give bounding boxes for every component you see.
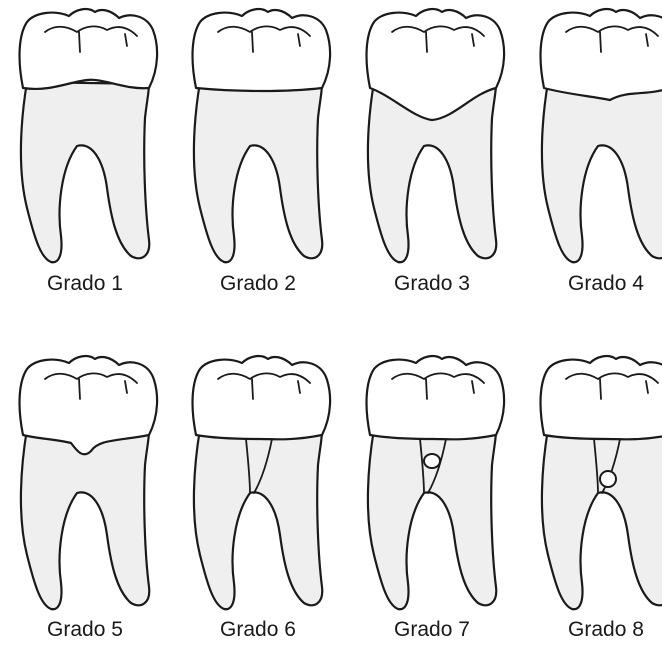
tooth-grade-3 bbox=[367, 9, 505, 262]
root bbox=[542, 82, 662, 262]
crown bbox=[20, 9, 158, 89]
root bbox=[194, 82, 322, 262]
grade-label: Grado 6 bbox=[220, 618, 296, 641]
grade-label: Grado 4 bbox=[568, 272, 644, 295]
crown bbox=[541, 9, 662, 100]
fissure-line bbox=[426, 379, 427, 399]
root bbox=[21, 82, 149, 262]
furcation-opening bbox=[600, 471, 616, 487]
fissure-line bbox=[600, 379, 601, 399]
tooth-grade-7 bbox=[367, 356, 505, 609]
grade-label: Grado 5 bbox=[47, 618, 123, 641]
root bbox=[194, 429, 322, 609]
fissure-line bbox=[600, 32, 601, 52]
grade-label: Grado 7 bbox=[394, 618, 470, 641]
fissure-line bbox=[426, 32, 427, 52]
fissure-line bbox=[79, 32, 80, 52]
grade-label: Grado 2 bbox=[220, 272, 296, 295]
root bbox=[542, 429, 662, 609]
crown bbox=[193, 356, 331, 439]
tooth-grade-2 bbox=[193, 9, 331, 262]
tooth-grade-6 bbox=[193, 356, 331, 609]
furcation-opening bbox=[424, 454, 440, 468]
grade-label: Grado 3 bbox=[394, 272, 470, 295]
fissure-line bbox=[79, 379, 80, 399]
grade-label: Grado 1 bbox=[47, 272, 123, 295]
tooth-grade-8 bbox=[541, 356, 662, 609]
crown bbox=[367, 356, 505, 439]
grade-label: Grado 8 bbox=[568, 618, 644, 641]
root bbox=[21, 429, 149, 609]
fissure-line bbox=[252, 32, 253, 52]
fissure-line bbox=[252, 379, 253, 399]
tooth-grade-4 bbox=[541, 9, 662, 262]
tooth-grade-1 bbox=[20, 9, 158, 262]
crown bbox=[193, 9, 331, 91]
tooth-grade-5 bbox=[20, 356, 158, 609]
